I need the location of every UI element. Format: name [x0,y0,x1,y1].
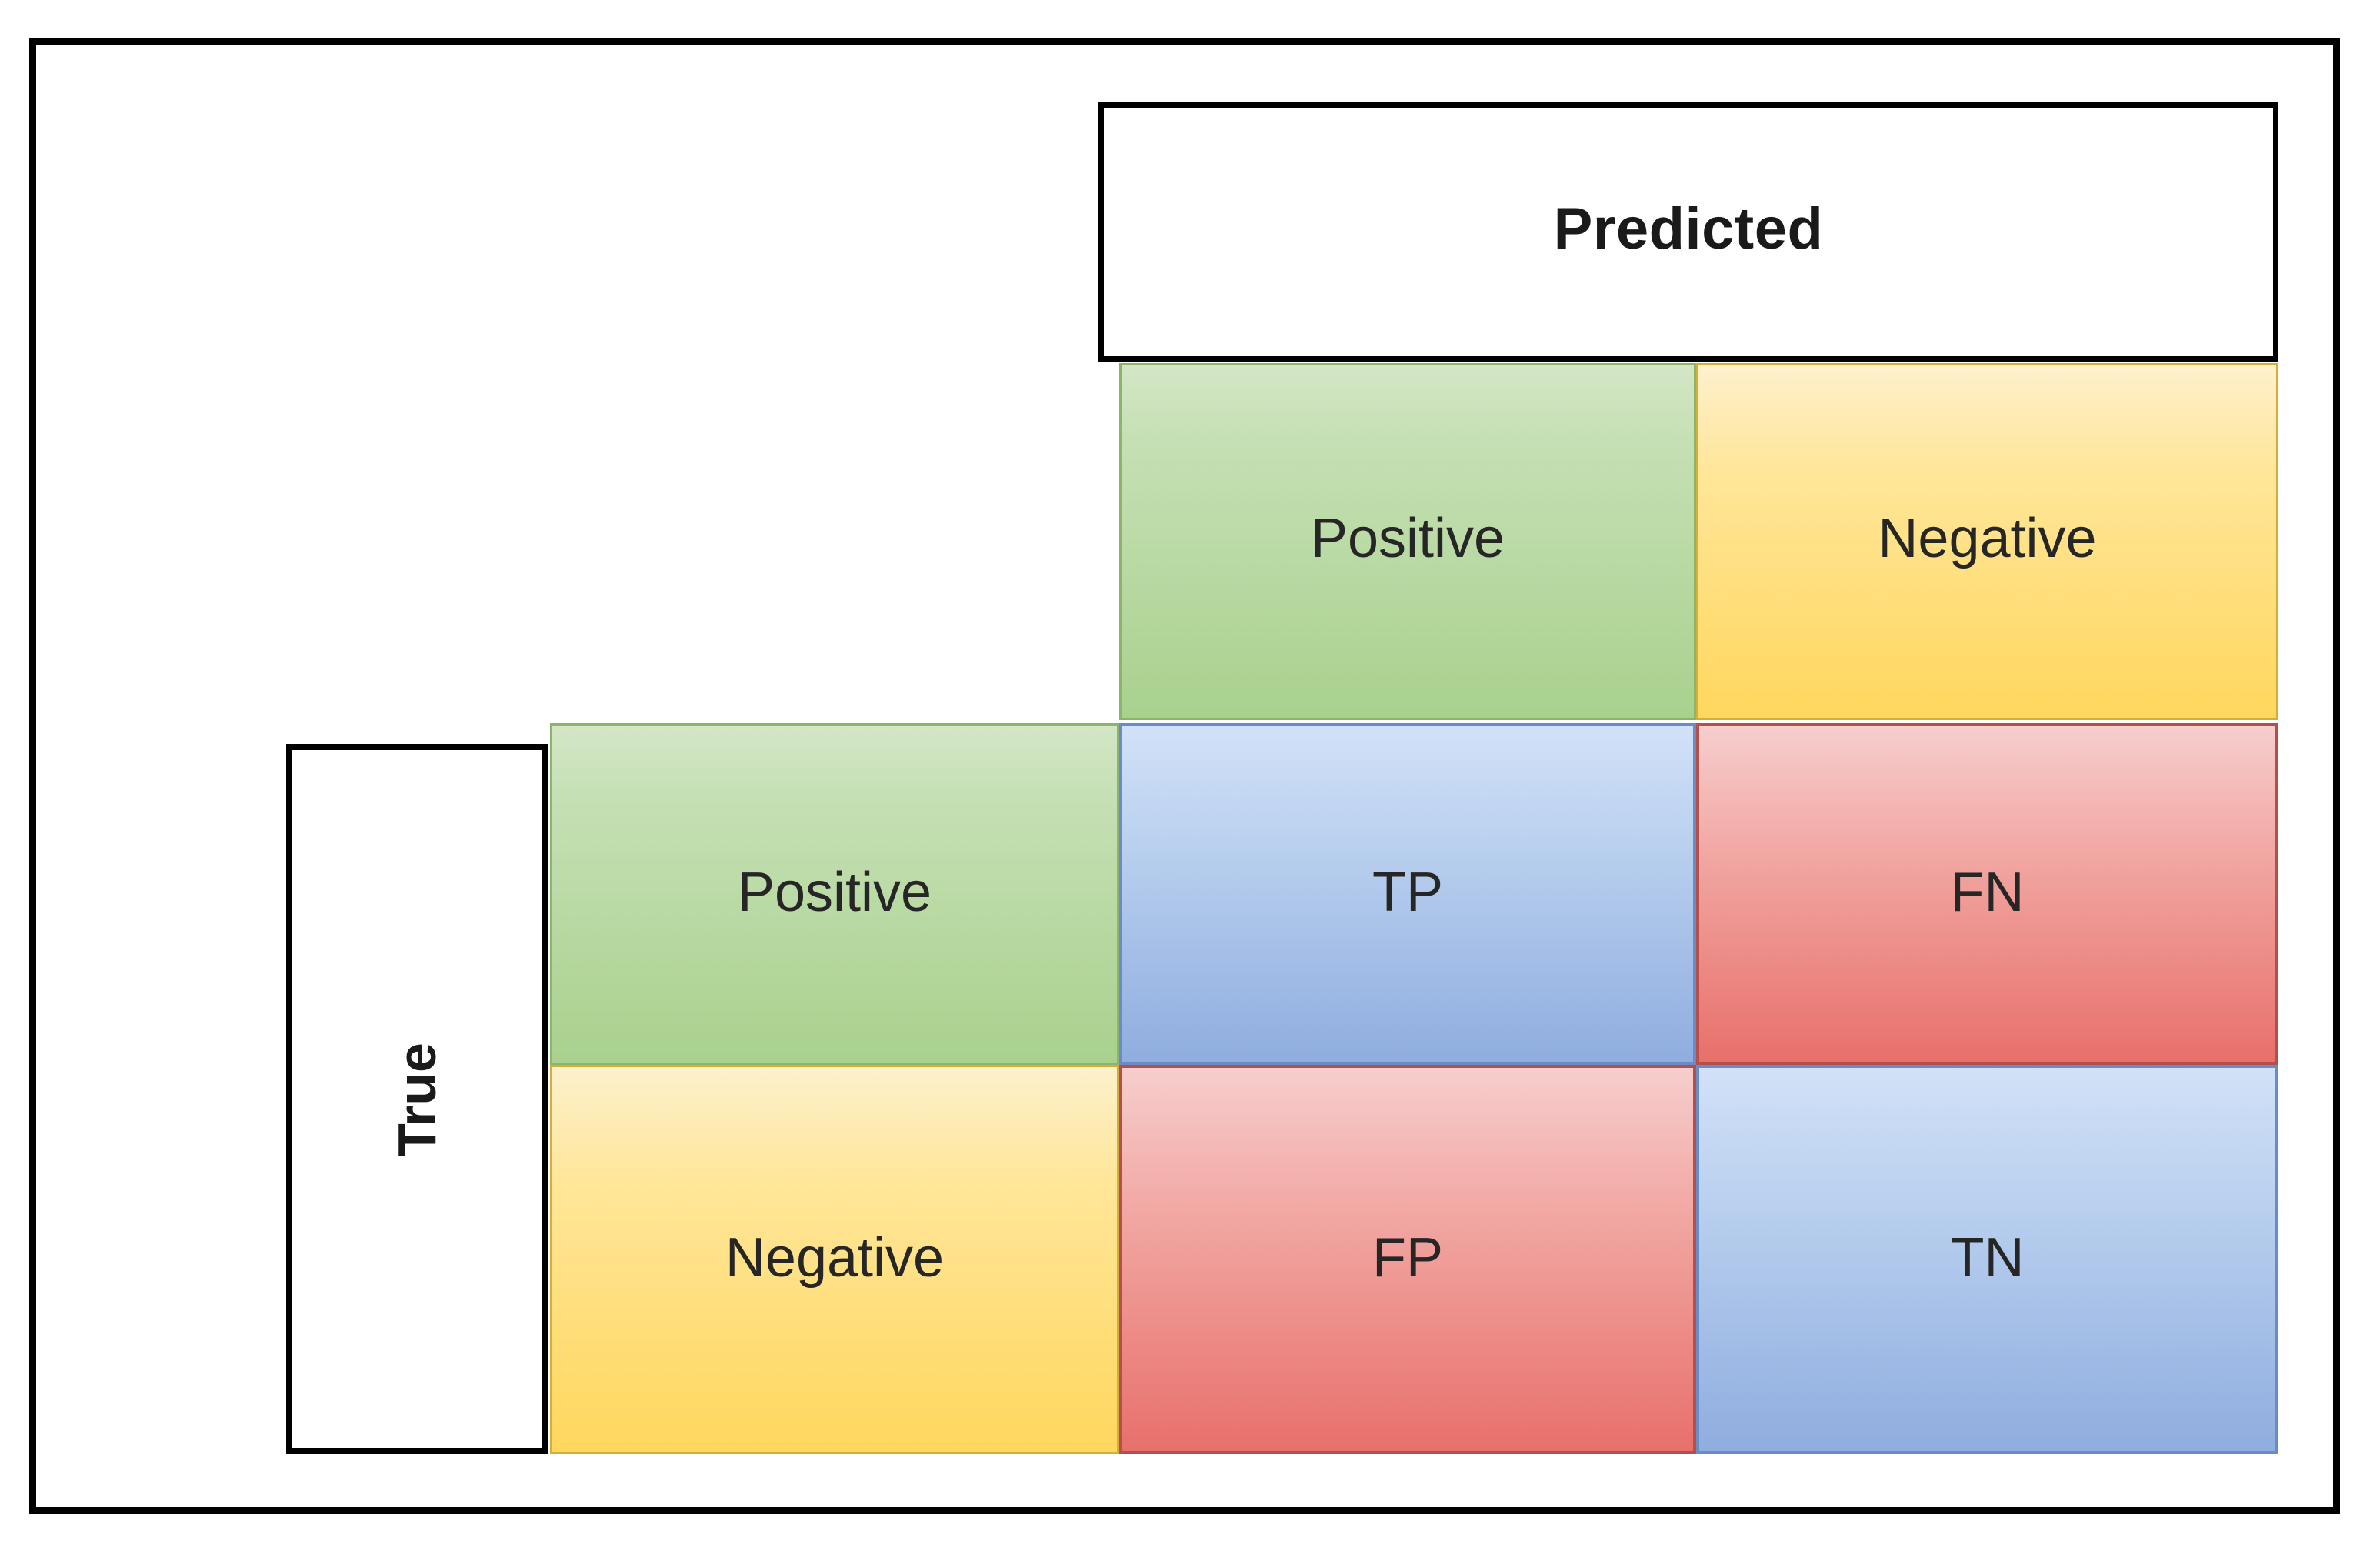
predicted-axis-label: Predicted [1553,195,1824,262]
predicted-axis-header: Predicted [1098,102,2278,362]
column-header-positive: Positive [1119,363,1696,720]
row-header-negative-label: Negative [725,1227,945,1289]
true-axis-header: True [286,744,548,1454]
matrix-cell-false-positive: FP [1119,1065,1696,1454]
column-header-negative-label: Negative [1878,508,2097,569]
matrix-cell-true-negative-label: TN [1950,1227,2025,1289]
column-header-negative: Negative [1696,363,2278,720]
matrix-cell-false-negative: FN [1696,723,2278,1065]
row-header-negative: Negative [550,1065,1119,1454]
true-axis-label: True [386,1042,447,1156]
matrix-cell-true-positive-label: TP [1372,862,1443,923]
matrix-cell-false-negative-label: FN [1950,862,2025,923]
row-header-positive: Positive [550,723,1119,1065]
matrix-cell-false-positive-label: FP [1372,1227,1443,1289]
row-header-positive-label: Positive [737,862,932,923]
matrix-cell-true-negative: TN [1696,1065,2278,1454]
matrix-cell-true-positive: TP [1119,723,1696,1065]
column-header-positive-label: Positive [1310,508,1505,569]
